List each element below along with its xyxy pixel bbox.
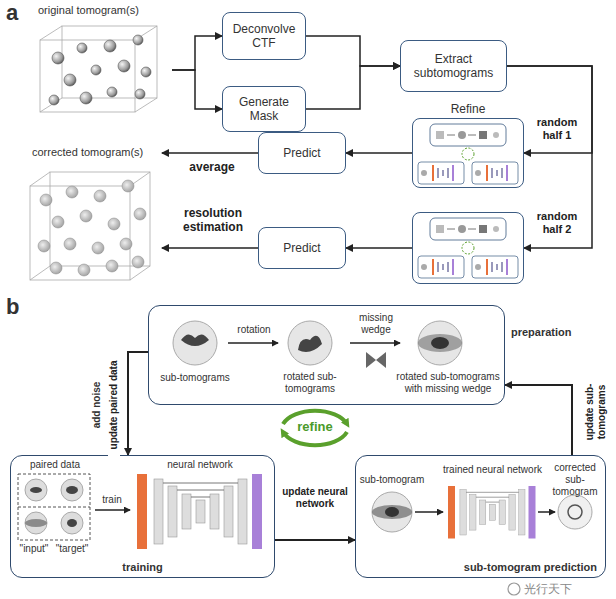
node-text: Deconvolve CTF xyxy=(229,22,299,51)
node-text: corrected tomogram(s) xyxy=(32,146,143,159)
edge-label: average xyxy=(172,160,252,174)
node-text: preparation xyxy=(511,326,572,339)
process-box: Generate Mask xyxy=(222,86,306,132)
connector-arrow xyxy=(275,539,355,541)
connector-arrow xyxy=(346,152,412,154)
image-caption: "input" xyxy=(12,543,56,555)
image-caption: sub-tomograms xyxy=(155,372,235,384)
node-text: original tomogram(s) xyxy=(38,4,139,17)
connector-arrow xyxy=(172,36,222,70)
process-box: Predict xyxy=(258,227,346,269)
image-caption: rotated sub-tomograms xyxy=(262,371,358,395)
image-caption: "target" xyxy=(50,543,94,555)
node-text: Predict xyxy=(283,146,320,160)
connector-arrow xyxy=(162,247,258,249)
node-text: sub-tomogram prediction xyxy=(464,561,597,574)
connector-arrow xyxy=(128,352,148,455)
panel-letter: a xyxy=(6,0,18,26)
cycle-label: refine xyxy=(285,419,345,435)
node-text: Extract subtomograms xyxy=(407,52,500,81)
edge-label: update paired data xyxy=(108,353,120,457)
connector-arrow xyxy=(306,66,400,109)
refine-box xyxy=(412,212,524,284)
connector-arrow xyxy=(172,70,222,109)
process-box: Predict xyxy=(258,132,346,174)
connector-arrow xyxy=(346,247,412,249)
connector-arrow xyxy=(507,66,592,248)
image-caption: corrected sub-tomogram xyxy=(546,462,604,498)
edge-label: resolution estimation xyxy=(170,206,256,235)
process-box: Extract subtomograms xyxy=(400,40,507,92)
refine-box: Refine xyxy=(412,118,524,188)
edge-label: random half 1 xyxy=(528,116,586,142)
image-caption: sub-tomogram xyxy=(357,474,427,486)
edge-label: update neural network xyxy=(279,486,351,510)
step-label: rotation xyxy=(226,324,282,336)
panel-letter: b xyxy=(6,294,19,320)
connector-arrow xyxy=(505,385,572,455)
watermark: 光行天下 xyxy=(524,582,572,596)
edge-label: random half 2 xyxy=(528,210,586,236)
node-text: Predict xyxy=(283,241,320,255)
edge-note: add noise xyxy=(91,370,103,440)
tomogram-figure: corrected tomogram(s) xyxy=(22,146,162,290)
image-caption: paired data xyxy=(16,459,94,471)
tomogram-figure: original tomogram(s) xyxy=(30,4,172,120)
node-text: Generate Mask xyxy=(229,95,299,124)
step-label: train xyxy=(93,494,131,506)
connector-arrow xyxy=(162,152,258,154)
edge-label: update sub-tomograms xyxy=(584,372,608,452)
connector-arrow xyxy=(507,66,592,153)
stage-panel: training xyxy=(10,455,275,578)
network-label: neural network xyxy=(140,459,260,471)
node-text: Refine xyxy=(413,102,523,116)
image-caption: rotated sub-tomograms with missing wedge xyxy=(392,371,504,395)
network-label: trained neural network xyxy=(435,464,550,476)
step-label: missing wedge xyxy=(344,312,408,336)
process-box: Deconvolve CTF xyxy=(222,12,306,60)
connector-arrow xyxy=(306,36,400,66)
node-text: training xyxy=(11,561,274,574)
